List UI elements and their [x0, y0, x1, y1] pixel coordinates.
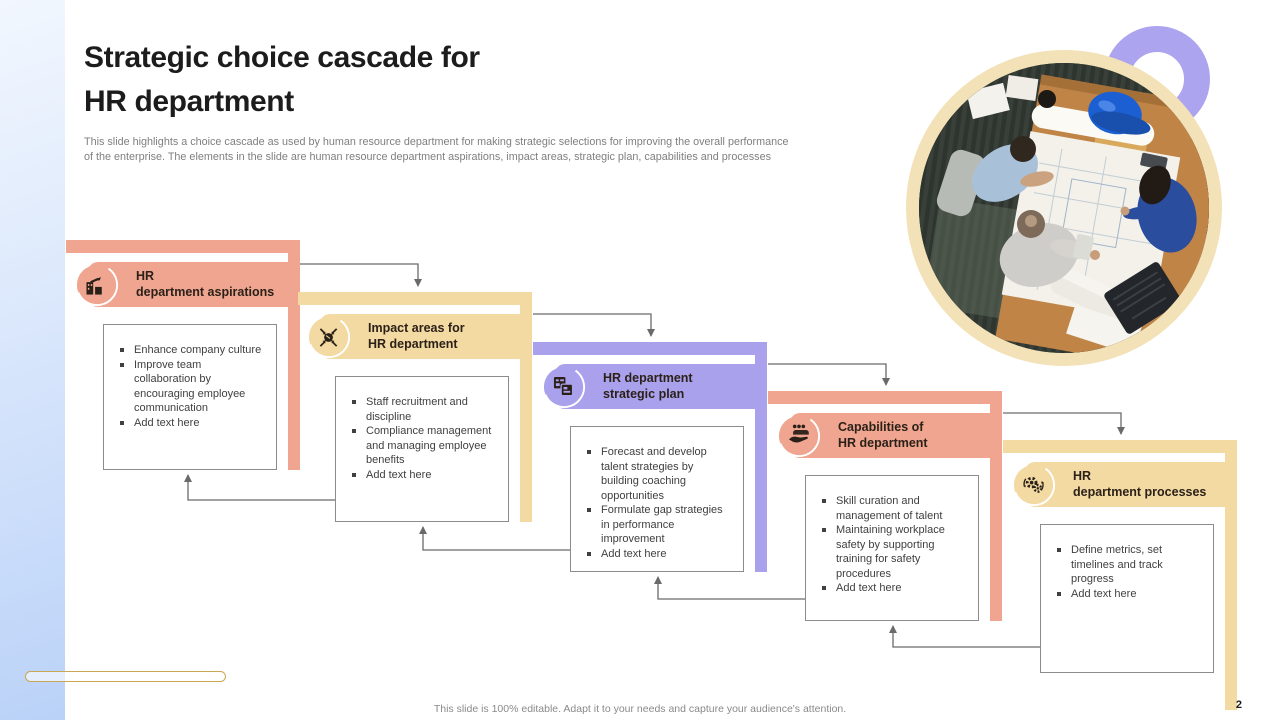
cascade-module-processes: HR department processes Define metrics, … [1003, 440, 1238, 720]
forward-connector-1 [300, 263, 422, 287]
list-item: Compliance management and managing emplo… [350, 424, 498, 468]
capabilities-hand-icon [777, 414, 821, 458]
cascade-module-impact-areas: Impact areas for HR department Staff rec… [298, 292, 533, 532]
list-item: Add text here [350, 468, 498, 483]
module-header: HR department strategic plan [542, 364, 765, 409]
page-title-line1: Strategic choice cascade for [84, 41, 480, 74]
bullet-list: Staff recruitment and discipline Complia… [336, 377, 508, 482]
module-title: Capabilities of HR department [838, 420, 928, 450]
list-item: Improve team collaboration by encouragin… [118, 358, 266, 416]
strategic-plan-icon [542, 365, 586, 409]
bullet-list: Forecast and develop talent strategies b… [571, 427, 743, 561]
list-item: Skill curation and management of talent [820, 494, 968, 523]
cascade-module-aspirations: HR department aspirations Enhance compan… [66, 240, 301, 480]
list-item: Enhance company culture [118, 343, 266, 358]
module-content-box: Staff recruitment and discipline Complia… [335, 376, 509, 522]
impact-arrows-icon [307, 315, 351, 359]
module-content-box: Enhance company culture Improve team col… [103, 324, 277, 470]
list-item: Forecast and develop talent strategies b… [585, 445, 733, 503]
module-content-box: Define metrics, set timelines and track … [1040, 524, 1214, 673]
module-top-bar [66, 240, 300, 253]
module-content-box: Forecast and develop talent strategies b… [570, 426, 744, 572]
growth-chart-icon [75, 263, 119, 307]
module-header: HR department processes [1012, 462, 1235, 507]
list-item: Formulate gap strategies in performance … [585, 503, 733, 547]
list-item: Add text here [820, 581, 968, 596]
module-header: HR department aspirations [75, 262, 298, 307]
footer-note: This slide is 100% editable. Adapt it to… [433, 703, 847, 715]
page-title-line2: HR department [84, 85, 294, 118]
module-top-bar [533, 342, 767, 355]
module-right-bar [1225, 440, 1237, 710]
list-item: Maintaining workplace safety by supporti… [820, 523, 968, 581]
bullet-list: Define metrics, set timelines and track … [1041, 525, 1213, 601]
bullet-list: Enhance company culture Improve team col… [104, 325, 276, 430]
page-number: 2 [1235, 699, 1242, 711]
module-title: Impact areas for HR department [368, 321, 465, 351]
module-title: HR department strategic plan [603, 371, 693, 401]
module-title: HR department processes [1073, 469, 1207, 499]
module-header: Impact areas for HR department [307, 314, 530, 359]
team-photo [906, 50, 1222, 366]
module-top-bar [298, 292, 532, 305]
list-item: Define metrics, set timelines and track … [1055, 543, 1203, 587]
list-item: Add text here [118, 416, 266, 431]
forward-connector-2 [533, 313, 655, 337]
bottom-pill-decoration [25, 671, 226, 682]
module-header: Capabilities of HR department [777, 413, 1000, 458]
module-top-bar [1003, 440, 1237, 453]
page-title: Strategic choice cascade for HR departme… [84, 36, 724, 124]
cascade-module-strategic-plan: HR department strategic plan Forecast an… [533, 342, 768, 582]
forward-connector-4 [1003, 412, 1125, 435]
left-accent-strip [0, 0, 65, 720]
slide-description: This slide highlights a choice cascade a… [84, 136, 789, 163]
team-photo-illustration [919, 63, 1209, 353]
cascade-module-capabilities: Capabilities of HR department Skill cura… [768, 391, 1003, 631]
list-item: Staff recruitment and discipline [350, 395, 498, 424]
bullet-list: Skill curation and management of talent … [806, 476, 978, 596]
module-title: HR department aspirations [136, 269, 275, 299]
forward-connector-3 [768, 363, 890, 386]
process-gears-icon [1012, 463, 1056, 507]
module-content-box: Skill curation and management of talent … [805, 475, 979, 621]
list-item: Add text here [1055, 587, 1203, 602]
list-item: Add text here [585, 547, 733, 562]
module-top-bar [768, 391, 1002, 404]
